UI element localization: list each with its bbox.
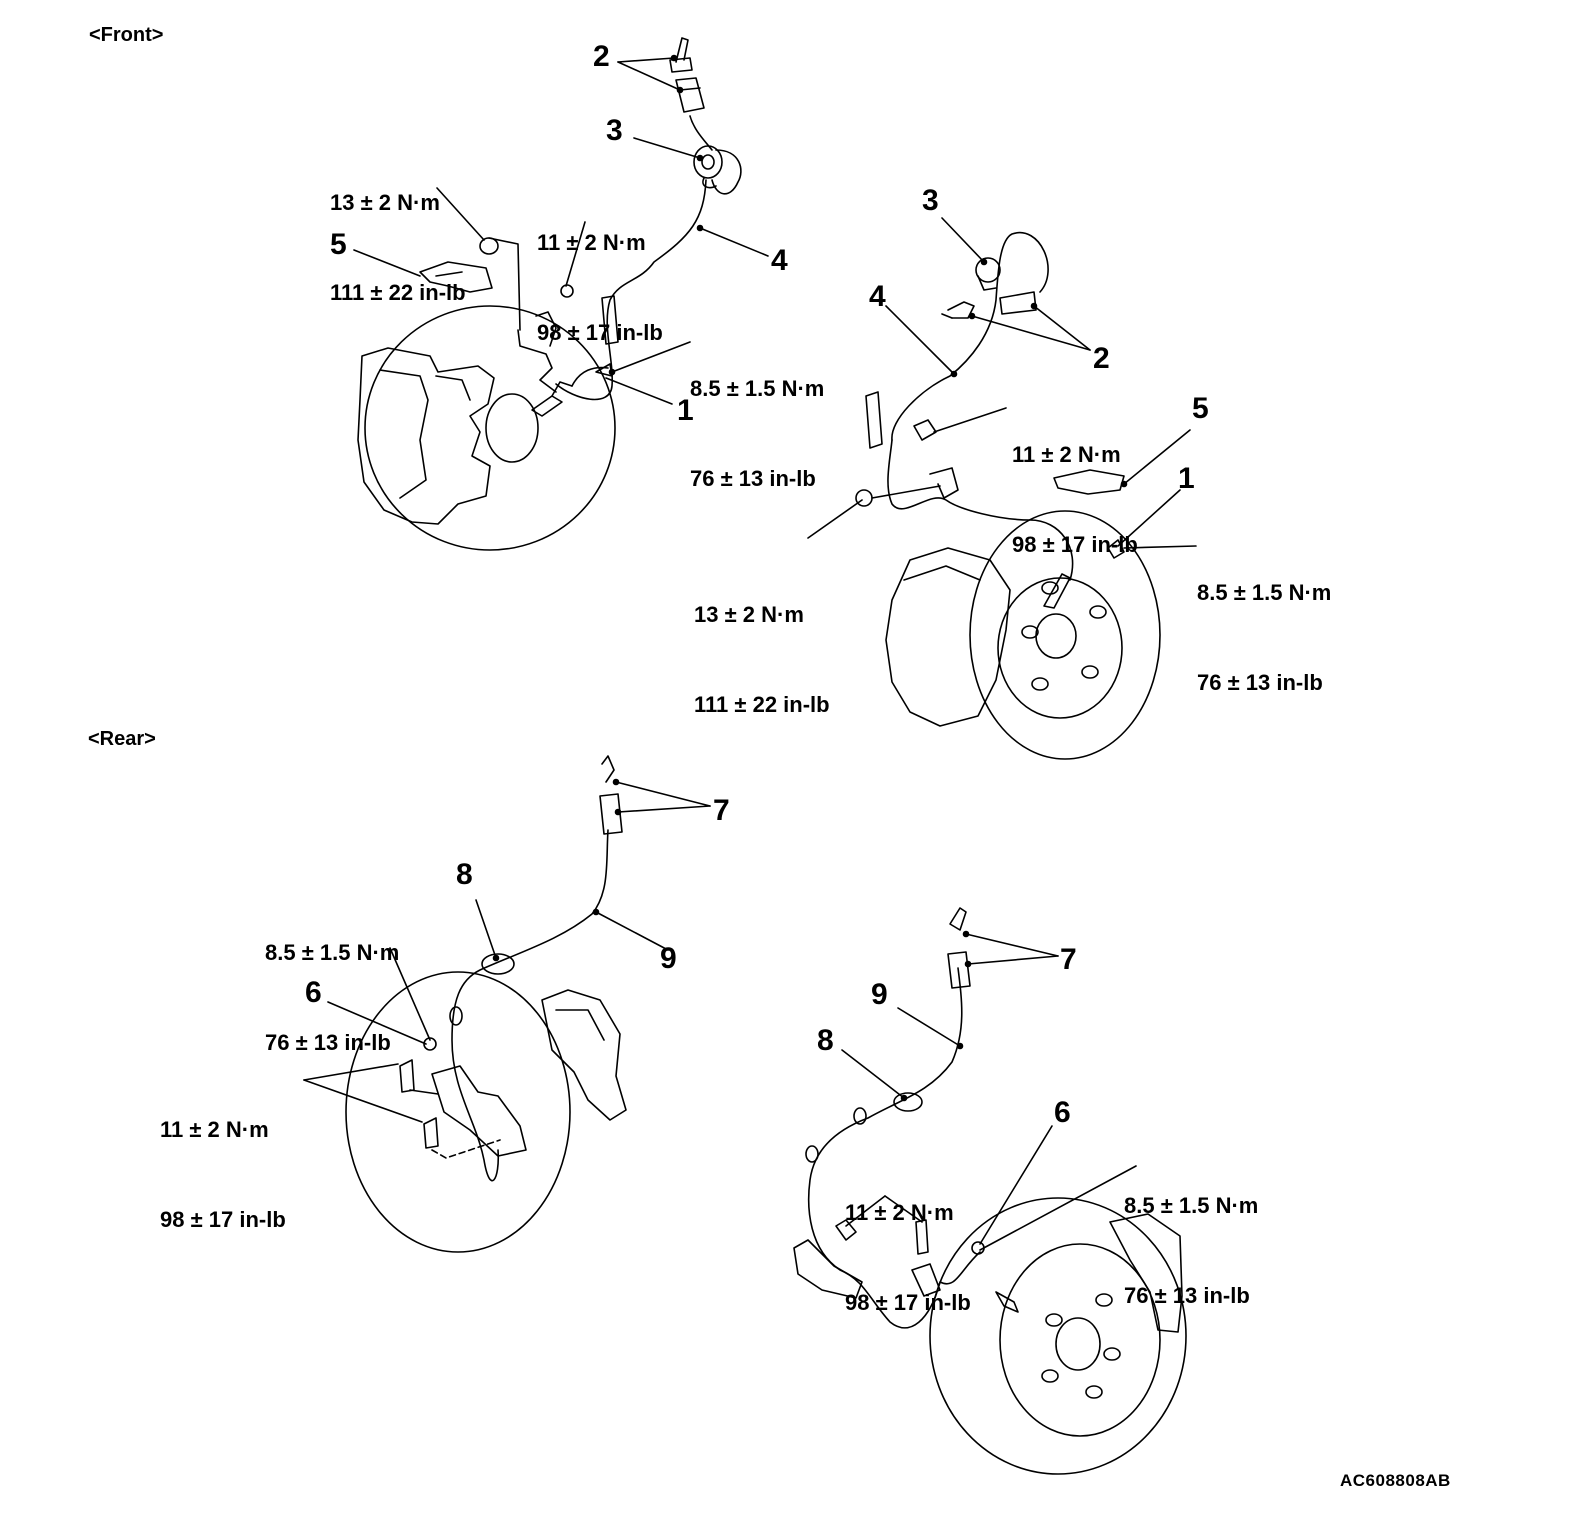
callout-3: 3	[606, 114, 623, 147]
torque-inlb: 111 ± 22 in-lb	[330, 280, 466, 305]
callout-4: 4	[869, 280, 886, 313]
front-left-connector	[675, 77, 705, 113]
callout-5: 5	[330, 228, 347, 261]
torque-inlb: 98 ± 17 in-lb	[537, 320, 663, 345]
torque-nm: 11 ± 2 N·m	[160, 1117, 269, 1142]
callout-1: 1	[677, 394, 694, 427]
rear-left-brake-disc	[345, 971, 571, 1253]
torque-spec-8-5nm: 8.5 ± 1.5 N·m 76 ± 13 in-lb	[690, 314, 824, 524]
front-right-harness	[887, 439, 1074, 581]
callout-8: 8	[456, 858, 473, 891]
front-right-caliper	[885, 547, 1011, 727]
rear-right-brake-disc	[929, 1197, 1187, 1475]
callout-3: 3	[922, 184, 939, 217]
front-right-connector-mate	[947, 301, 975, 319]
torque-nm: 13 ± 2 N·m	[694, 602, 804, 627]
rear-left-connector-mate	[601, 755, 615, 783]
rear-right-caliper	[1109, 1213, 1183, 1333]
callout-7: 7	[713, 794, 730, 827]
rear-right-grommet	[893, 1092, 923, 1112]
torque-inlb: 98 ± 17 in-lb	[160, 1207, 286, 1232]
torque-nm: 11 ± 2 N·m	[537, 230, 646, 255]
rear-left-bracket	[431, 1065, 527, 1157]
front-left-caliper	[357, 347, 495, 525]
torque-inlb: 76 ± 13 in-lb	[265, 1030, 391, 1055]
callout-1: 1	[1178, 462, 1195, 495]
callout-4: 4	[771, 244, 788, 277]
torque-nm: 8.5 ± 1.5 N·m	[265, 940, 400, 965]
front-left-knuckle-bracket	[517, 329, 557, 393]
front-right-brake-disc	[969, 510, 1161, 760]
torque-inlb: 76 ± 13 in-lb	[690, 466, 816, 491]
section-label-front: <Front>	[89, 24, 164, 46]
torque-nm: 8.5 ± 1.5 N·m	[1124, 1193, 1259, 1218]
front-left-harness	[555, 179, 707, 401]
rear-left-grommet	[481, 953, 515, 975]
rear-right-assembly	[793, 907, 1187, 1475]
callout-5: 5	[1192, 392, 1209, 425]
torque-inlb: 76 ± 13 in-lb	[1124, 1283, 1250, 1308]
rear-right-harness	[807, 967, 981, 1329]
callout-6: 6	[1054, 1096, 1071, 1129]
figure-code: AC608808AB	[1340, 1471, 1451, 1490]
torque-nm: 11 ± 2 N·m	[845, 1200, 954, 1225]
torque-inlb: 98 ± 17 in-lb	[1012, 532, 1138, 557]
torque-spec-13nm: 13 ± 2 N·m 111 ± 22 in-lb	[694, 540, 830, 750]
torque-spec-13nm: 13 ± 2 N·m 111 ± 22 in-lb	[330, 128, 466, 338]
torque-spec-11nm: 11 ± 2 N·m 98 ± 17 in-lb	[845, 1138, 971, 1348]
front-right-clip	[1053, 469, 1125, 495]
callout-6: 6	[305, 976, 322, 1009]
front-right-connector	[999, 291, 1037, 315]
front-left-brake-disc	[364, 305, 616, 551]
torque-inlb: 76 ± 13 in-lb	[1197, 670, 1323, 695]
rear-right-bracket	[793, 1239, 863, 1299]
torque-spec-11nm: 11 ± 2 N·m 98 ± 17 in-lb	[160, 1055, 286, 1265]
callout-9: 9	[660, 942, 677, 975]
torque-spec-8-5nm: 8.5 ± 1.5 N·m 76 ± 13 in-lb	[265, 878, 399, 1088]
torque-nm: 13 ± 2 N·m	[330, 190, 440, 215]
callout-9: 9	[871, 978, 888, 1011]
rear-left-connector	[599, 793, 623, 835]
torque-spec-11nm: 11 ± 2 N·m 98 ± 17 in-lb	[537, 168, 663, 378]
torque-nm: 8.5 ± 1.5 N·m	[1197, 580, 1332, 605]
torque-inlb: 111 ± 22 in-lb	[694, 692, 830, 717]
front-right-grommet	[975, 257, 1001, 283]
rear-left-assembly	[303, 755, 711, 1253]
front-right-assembly	[807, 217, 1197, 760]
torque-spec-11nm: 11 ± 2 N·m 98 ± 17 in-lb	[1012, 380, 1138, 590]
callout-2: 2	[593, 40, 610, 73]
torque-nm: 11 ± 2 N·m	[1012, 442, 1121, 467]
torque-nm: 8.5 ± 1.5 N·m	[690, 376, 825, 401]
callout-2: 2	[1093, 342, 1110, 375]
torque-spec-8-5nm: 8.5 ± 1.5 N·m 76 ± 13 in-lb	[1124, 1131, 1258, 1341]
front-left-assembly	[353, 37, 769, 551]
rear-right-connector-mate	[949, 907, 967, 931]
rear-left-caliper	[541, 989, 627, 1121]
front-right-bracket	[865, 391, 883, 449]
callout-7: 7	[1060, 943, 1077, 976]
callout-8: 8	[817, 1024, 834, 1057]
front-left-connector-mate	[675, 37, 689, 63]
torque-spec-8-5nm: 8.5 ± 1.5 N·m 76 ± 13 in-lb	[1197, 518, 1331, 728]
front-left-clip	[419, 261, 493, 293]
section-label-rear: <Rear>	[88, 728, 156, 750]
torque-inlb: 98 ± 17 in-lb	[845, 1290, 971, 1315]
rear-right-connector	[947, 951, 971, 989]
